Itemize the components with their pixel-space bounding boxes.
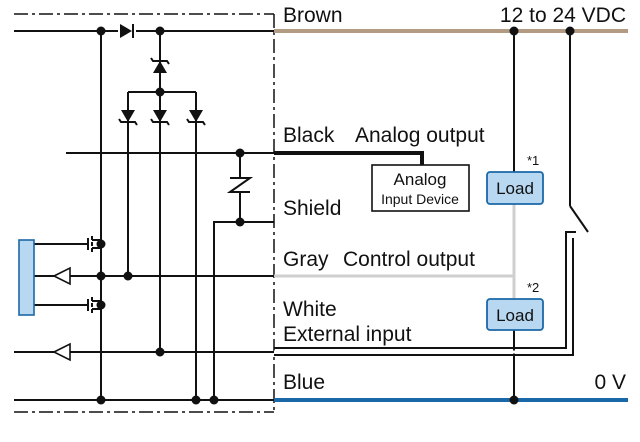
white-label: White [283,298,337,321]
black-wire [274,151,424,165]
junction-dot [155,87,165,97]
junction-dot [509,26,519,36]
gray-label: Gray [283,248,329,271]
shield-capacitor-icon [226,177,254,193]
shield-label: Shield [283,197,341,220]
zener-diode-icon [118,110,138,126]
load-1-label: Load [496,179,534,198]
junction-dot [96,271,106,281]
external-input-label: External input [283,323,412,346]
junction-dot [96,239,106,249]
junction-dot [96,300,106,310]
junction-dot [509,395,519,405]
zero-v-label: 0 V [594,371,626,394]
analog-output-label: Analog output [355,124,485,147]
analog-box-line2: Input Device [381,191,459,207]
note-2: *2 [527,280,539,295]
input-buffer-icon [52,342,71,362]
note-1: *1 [527,153,539,168]
analog-box-line1: Analog [394,170,447,189]
switch-contact-icon [569,205,589,233]
junction-dot [155,347,165,357]
shield-line [213,221,274,400]
load-1-box [486,171,544,205]
series-diode-icon [120,24,132,38]
zener-diode-icon [150,57,170,73]
junction-dot [123,271,133,281]
junction-dot [96,395,106,405]
black-label: Black [283,124,335,147]
junction-dot [191,395,201,405]
brown-label: Brown [283,4,343,27]
control-output-label: Control output [343,248,475,271]
zener-diode-icon [150,110,170,126]
zener-diode-icon [186,110,206,126]
external-input-wire-inner [274,238,574,356]
load-2-label: Load [496,306,534,325]
junction-dot [155,26,165,36]
junction-dot [235,148,245,158]
junction-dot [96,26,106,36]
analog-input-device-box [371,164,470,212]
junction-dot [209,395,219,405]
connector-block [18,239,35,316]
control-buffer-icon [52,266,71,286]
junction-dot [235,217,245,227]
supply-label: 12 to 24 VDC [500,4,626,27]
blue-label: Blue [283,371,325,394]
load-2-box [486,298,544,331]
external-input-wire-outer [274,231,576,349]
junction-dot [565,26,575,36]
